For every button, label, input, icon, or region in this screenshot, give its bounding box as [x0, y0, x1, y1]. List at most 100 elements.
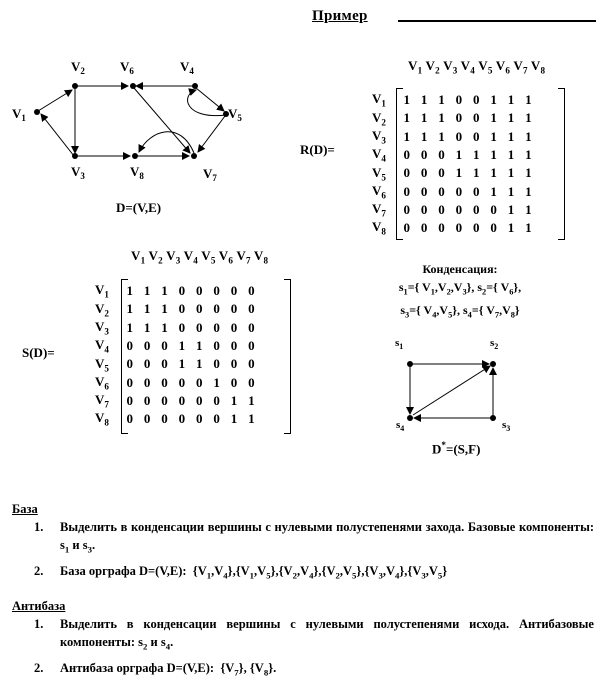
s-matrix-right-bracket: [284, 279, 291, 434]
vertex-v1: [34, 109, 40, 115]
page-title: Пример: [312, 8, 368, 24]
vertex-label-v5: V5: [228, 106, 242, 123]
matrix-cell: 0: [213, 411, 220, 427]
title-rule: [398, 20, 596, 22]
r-matrix-header: V1 V2 V3 V4 V5 V6 V7 V8: [408, 58, 546, 76]
matrix-cell: 0: [438, 183, 445, 199]
matrix-cell: 0: [248, 374, 255, 390]
matrix-cell: 0: [403, 165, 410, 181]
matrix-cell: 0: [248, 283, 255, 299]
matrix-cell: 0: [178, 392, 186, 408]
matrix-cell: 1: [507, 183, 515, 199]
matrix-cell: 0: [473, 110, 480, 126]
matrix-cell: 0: [230, 283, 238, 299]
matrix-cell: 0: [178, 411, 186, 427]
antibase-steps: 1. Выделить в конденсации вершины с нуле…: [12, 616, 594, 682]
matrix-cell: 1: [248, 392, 255, 408]
base-step-2: 2. База орграфа D=(V,E): {V1,V4},{V1,V5}…: [34, 563, 448, 581]
matrix-cell: 0: [213, 319, 220, 335]
edge-v3-v1: [40, 113, 75, 157]
matrix-cell: 0: [126, 356, 133, 372]
matrix-row-label: V2: [95, 300, 109, 319]
matrix-row-label: V8: [95, 410, 109, 429]
condensation-caption: D*=(S,F): [432, 440, 481, 457]
matrix-cell: 0: [126, 338, 133, 354]
matrix-cell: 1: [196, 356, 203, 372]
condensation-heading: Конденсация:: [422, 262, 498, 276]
matrix-cell: 0: [455, 128, 463, 144]
matrix-cell: 0: [230, 319, 238, 335]
condensation-block: Конденсация: s1={ V1,V2,V3}, s2={ V6}, s…: [340, 260, 580, 325]
matrix-cell: 1: [248, 411, 255, 427]
s-matrix-left-bracket: [121, 279, 128, 434]
matrix-row-label: V7: [372, 201, 386, 219]
matrix-cell: 0: [420, 220, 428, 236]
edge-v6-v7: [133, 87, 191, 154]
matrix-cell: 0: [178, 301, 186, 317]
matrix-cell: 1: [230, 411, 238, 427]
matrix-cell: 1: [490, 183, 497, 199]
matrix-cell: 0: [196, 392, 203, 408]
matrix-cell: 0: [161, 392, 168, 408]
matrix-cell: 1: [525, 183, 532, 199]
matrix-cell: 1: [230, 392, 238, 408]
matrix-row-label: V5: [95, 355, 109, 374]
matrix-cell: 0: [143, 338, 151, 354]
matrix-cell: 0: [196, 411, 203, 427]
matrix-cell: 1: [143, 283, 151, 299]
matrix-cell: 0: [438, 220, 445, 236]
vertex-v3: [72, 153, 78, 159]
edge-v7-v8-curve: [138, 131, 195, 154]
matrix-cell: 0: [178, 319, 186, 335]
matrix-cell: 1: [420, 128, 428, 144]
matrix-cell: 1: [403, 92, 410, 108]
matrix-row-label: V4: [95, 337, 109, 355]
node-label-s1: s1: [395, 337, 403, 351]
matrix-cell: 1: [490, 92, 497, 108]
vertex-v7: [191, 153, 197, 159]
matrix-cell: 1: [490, 128, 497, 144]
matrix-row-label: V4: [372, 146, 386, 164]
base-step-1-num: 1.: [34, 520, 44, 534]
matrix-cell: 0: [455, 110, 463, 126]
base-step-2-num: 2.: [34, 563, 44, 578]
base-title: База: [12, 502, 38, 516]
edge-v4-v5: [195, 87, 225, 112]
matrix-cell: 0: [420, 183, 428, 199]
matrix-cell: 0: [455, 183, 463, 199]
matrix-cell: 1: [507, 220, 515, 236]
matrix-cell: 1: [403, 128, 410, 144]
matrix-cell: 0: [213, 338, 220, 354]
matrix-cell: 0: [196, 283, 203, 299]
matrix-cell: 0: [143, 411, 151, 427]
matrix-cell: 0: [230, 338, 238, 354]
vertex-v4: [192, 83, 198, 89]
matrix-cell: 0: [126, 374, 133, 390]
matrix-cell: 0: [473, 92, 480, 108]
matrix-cell: 0: [196, 374, 203, 390]
matrix-cell: 1: [438, 92, 445, 108]
matrix-cell: 0: [230, 374, 238, 390]
matrix-row-label: V7: [95, 392, 109, 410]
matrix-cell: 0: [403, 183, 410, 199]
matrix-cell: 1: [490, 110, 497, 126]
matrix-cell: 0: [143, 356, 151, 372]
matrix-cell: 1: [438, 110, 445, 126]
antibase-step-1-num: 1.: [34, 617, 44, 631]
matrix-cell: 1: [507, 201, 515, 217]
matrix-cell: 0: [143, 392, 151, 408]
matrix-cell: 0: [403, 147, 410, 163]
matrix-row-label: V2: [372, 109, 386, 128]
matrix-cell: 1: [455, 147, 463, 163]
matrix-cell: 0: [473, 201, 480, 217]
matrix-cell: 1: [507, 147, 515, 163]
